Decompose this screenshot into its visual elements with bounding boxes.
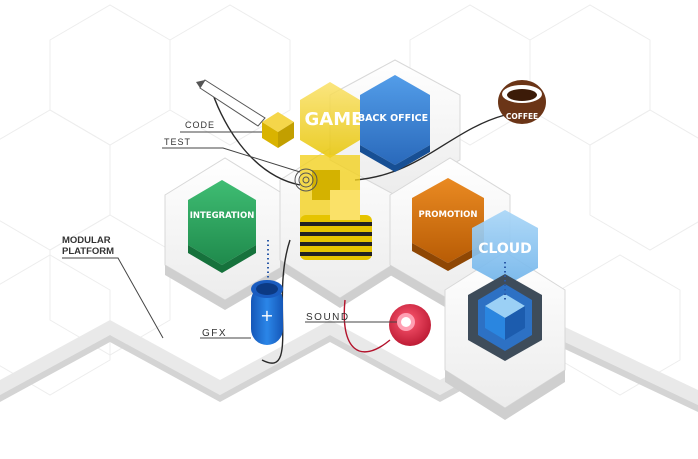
gfx-plus-icon: +	[260, 306, 273, 325]
back-office-module[interactable]	[360, 75, 430, 172]
background-hex-grid	[0, 4, 698, 396]
sound-speaker-icon[interactable]	[389, 304, 431, 346]
signal-icon	[294, 168, 318, 192]
integration-module[interactable]	[188, 180, 256, 273]
sound-label: SOUND	[306, 312, 350, 323]
cloud-module[interactable]	[468, 210, 542, 361]
leader-lines	[62, 131, 397, 339]
game-module[interactable]	[300, 82, 372, 260]
dotted-connectors	[267, 240, 506, 300]
modular-label-line1: MODULAR	[62, 235, 111, 246]
integration-label: INTEGRATION	[190, 211, 255, 221]
code-label: CODE	[185, 120, 215, 130]
promotion-label: PROMOTION	[419, 210, 478, 220]
cloud-label: CLOUD	[478, 241, 532, 257]
back-office-label: BACK OFFICE	[358, 113, 428, 124]
pencil-icon	[196, 79, 266, 127]
platform-floor	[0, 320, 698, 412]
gfx-label: GFX	[202, 328, 227, 339]
code-cube-icon	[262, 112, 294, 148]
game-label: GAME	[305, 109, 364, 130]
test-label: TEST	[164, 137, 191, 147]
gfx-device[interactable]	[251, 280, 283, 345]
coffee-label: COFFEE	[506, 112, 538, 121]
modular-label-line2: PLATFORM	[62, 246, 114, 257]
coffee-mug-icon[interactable]	[498, 80, 546, 124]
promotion-module[interactable]	[412, 178, 484, 271]
